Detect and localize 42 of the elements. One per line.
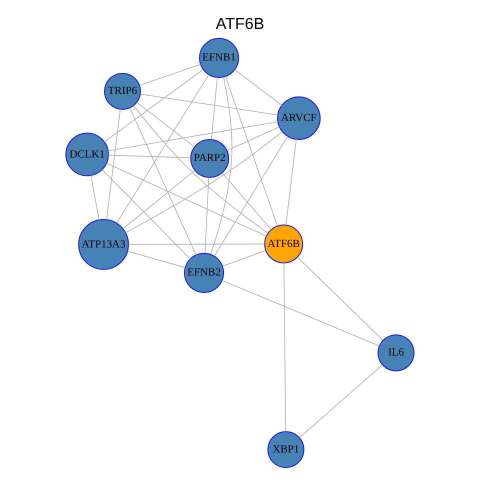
- connector: [222, 250, 266, 267]
- node-circle: ATP13A3: [78, 219, 129, 270]
- connector: [297, 256, 384, 340]
- connector: [286, 138, 297, 226]
- connector: [106, 162, 267, 236]
- node-circle: XBP1: [267, 431, 304, 468]
- connector: [299, 364, 382, 438]
- connector: [214, 136, 288, 256]
- connector: [90, 174, 100, 220]
- connector: [122, 170, 196, 230]
- connector: [104, 69, 204, 142]
- connector: [226, 126, 280, 151]
- diagram-title: ATF6B: [216, 16, 264, 34]
- connector: [140, 94, 278, 116]
- node-circle: EFNB1: [198, 38, 240, 78]
- connector: [133, 105, 268, 234]
- node-circle: ATF6B: [264, 224, 304, 264]
- connector: [204, 177, 210, 254]
- connector: [234, 69, 282, 106]
- node-circle: EFNB2: [184, 252, 224, 293]
- connector: [127, 250, 186, 268]
- connector: [125, 131, 283, 234]
- connector: [136, 102, 195, 148]
- node-circle: PARP2: [190, 138, 230, 178]
- connector: [108, 121, 278, 152]
- node-circle: TRIP6: [104, 72, 141, 110]
- connector: [283, 262, 286, 432]
- connector: [129, 107, 196, 256]
- node-circle: IL6: [378, 334, 414, 372]
- connector: [210, 76, 232, 255]
- connector: [128, 244, 265, 245]
- node-circle: ARVCF: [277, 96, 321, 140]
- connector: [106, 108, 121, 220]
- connector: [225, 76, 278, 226]
- connector: [108, 154, 191, 158]
- node-circle: DCLK1: [65, 132, 109, 176]
- connector: [116, 74, 209, 224]
- connector: [222, 172, 272, 230]
- connector: [211, 77, 218, 140]
- connector: [222, 280, 380, 346]
- connector: [102, 170, 191, 260]
- connector: [139, 64, 201, 86]
